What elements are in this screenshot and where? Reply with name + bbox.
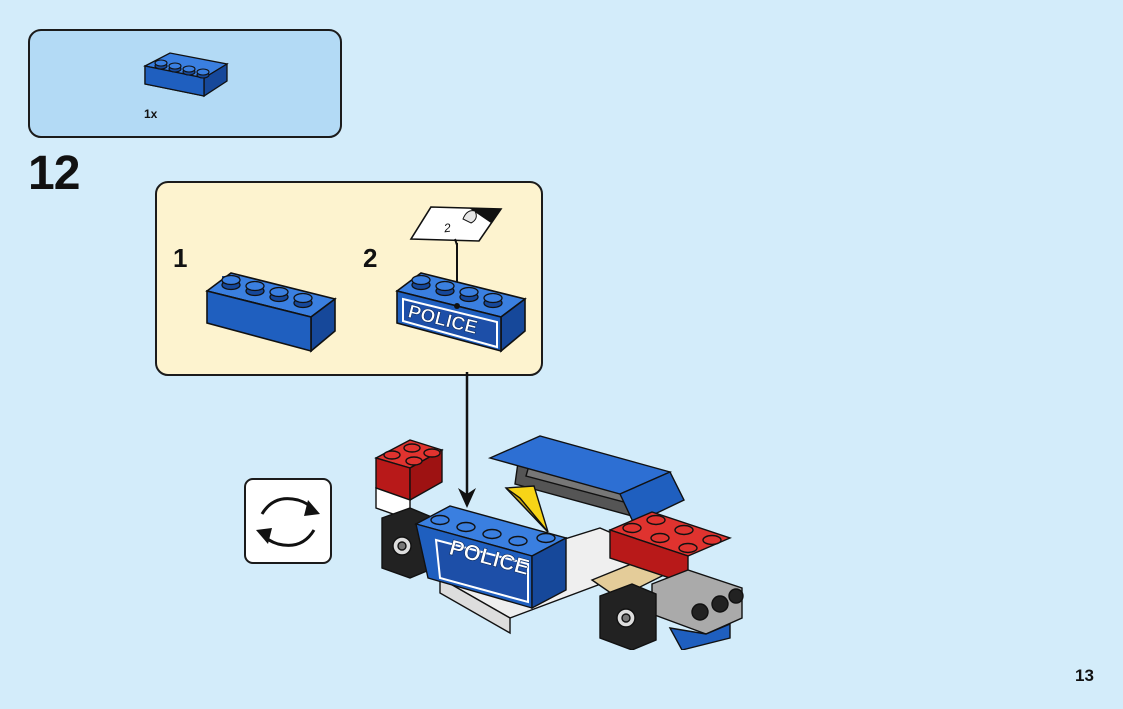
sticker-number: 2 bbox=[443, 220, 452, 236]
substep-box: 1 2 2 POLICE bbox=[155, 181, 543, 376]
rotate-model-icon bbox=[244, 478, 332, 564]
page-number: 13 bbox=[1075, 666, 1094, 685]
placement-arrow-icon bbox=[458, 372, 476, 508]
substep-number-2: 2 bbox=[363, 243, 378, 273]
parts-list-box: 1x bbox=[28, 29, 342, 138]
sticker-leader-line bbox=[456, 243, 458, 301]
blue-brick-1x4-substep-icon bbox=[205, 272, 337, 353]
sticker-callout-icon bbox=[409, 206, 503, 245]
step-number: 12 bbox=[28, 147, 80, 200]
blue-brick-1x4-part-icon bbox=[143, 52, 229, 98]
part-quantity: 1x bbox=[144, 107, 158, 121]
blue-brick-police-sticker-icon: POLICE bbox=[395, 272, 527, 353]
substep-number-1: 1 bbox=[173, 243, 188, 273]
police-car-model-illustration: POLICE bbox=[374, 435, 744, 650]
